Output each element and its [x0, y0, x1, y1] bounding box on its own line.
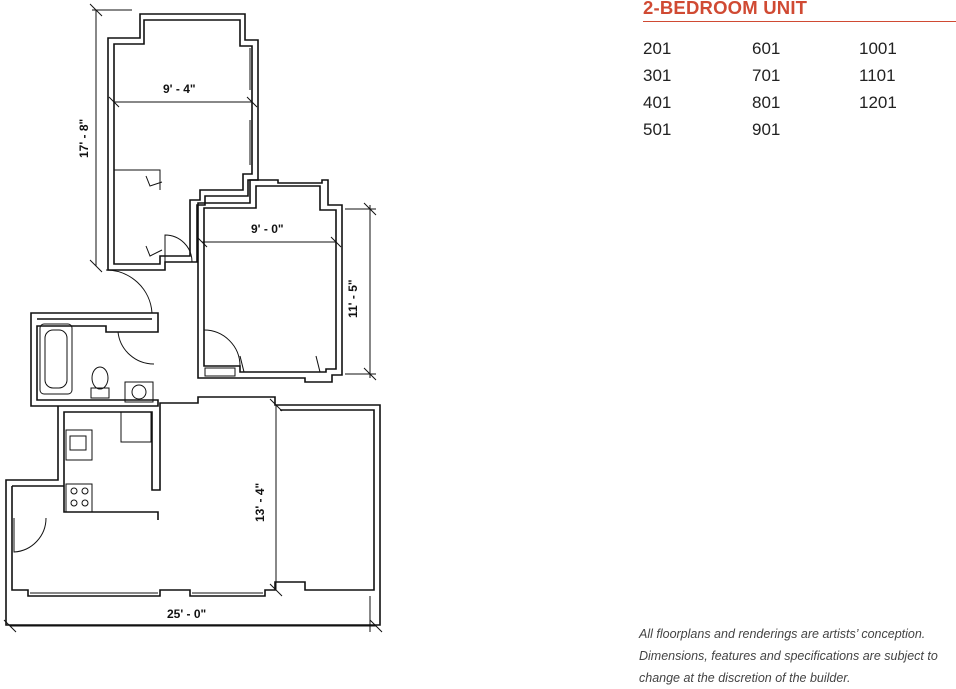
- bedroom-2: [197, 179, 343, 383]
- unit-column-2: 601 701 801 901: [752, 35, 780, 143]
- bedroom-1: [107, 13, 259, 271]
- bedroom1-width-label: 9' - 4": [163, 82, 196, 96]
- disclaimer-line: All floorplans and renderings are artist…: [639, 627, 926, 641]
- unit-number: 901: [752, 120, 781, 139]
- disclaimer-text: All floorplans and renderings are artist…: [639, 623, 956, 689]
- unit-number: 1201: [859, 93, 897, 112]
- unit-number: 301: [643, 66, 672, 85]
- unit-number: 501: [643, 120, 672, 139]
- floor-plan: 9' - 4" 17' - 8" 9' - 0" 11' - 5" 13' - …: [3, 3, 383, 633]
- living-depth-label: 13' - 4": [253, 483, 267, 522]
- unit-number: 701: [752, 66, 781, 85]
- bedroom2-width-label: 9' - 0": [251, 222, 284, 236]
- dimension-labels: 9' - 4" 17' - 8" 9' - 0" 11' - 5" 13' - …: [77, 82, 360, 621]
- unit-column-3: 1001 1101 1201: [859, 35, 897, 116]
- unit-type-title: 2-BEDROOM UNIT: [643, 0, 808, 18]
- kitchen: [5, 396, 381, 626]
- bedroom1-depth-label: 17' - 8": [77, 119, 91, 158]
- bathroom: [30, 269, 159, 407]
- unit-number: 801: [752, 93, 781, 112]
- bedroom2-depth-label: 11' - 5": [346, 279, 360, 318]
- dimension-lines: [3, 3, 383, 633]
- living-room: [11, 409, 375, 597]
- overall-width-label: 25' - 0": [167, 607, 206, 621]
- unit-column-1: 201 301 401 501: [643, 35, 671, 143]
- unit-number: 201: [643, 39, 672, 58]
- disclaimer-line: Dimensions, features and specifications …: [639, 649, 938, 663]
- unit-number: 1001: [859, 39, 897, 58]
- unit-number: 1101: [859, 66, 896, 85]
- unit-number: 601: [752, 39, 781, 58]
- disclaimer-line: change at the discretion of the builder.: [639, 671, 851, 685]
- title-divider: [643, 21, 956, 22]
- unit-number: 401: [643, 93, 672, 112]
